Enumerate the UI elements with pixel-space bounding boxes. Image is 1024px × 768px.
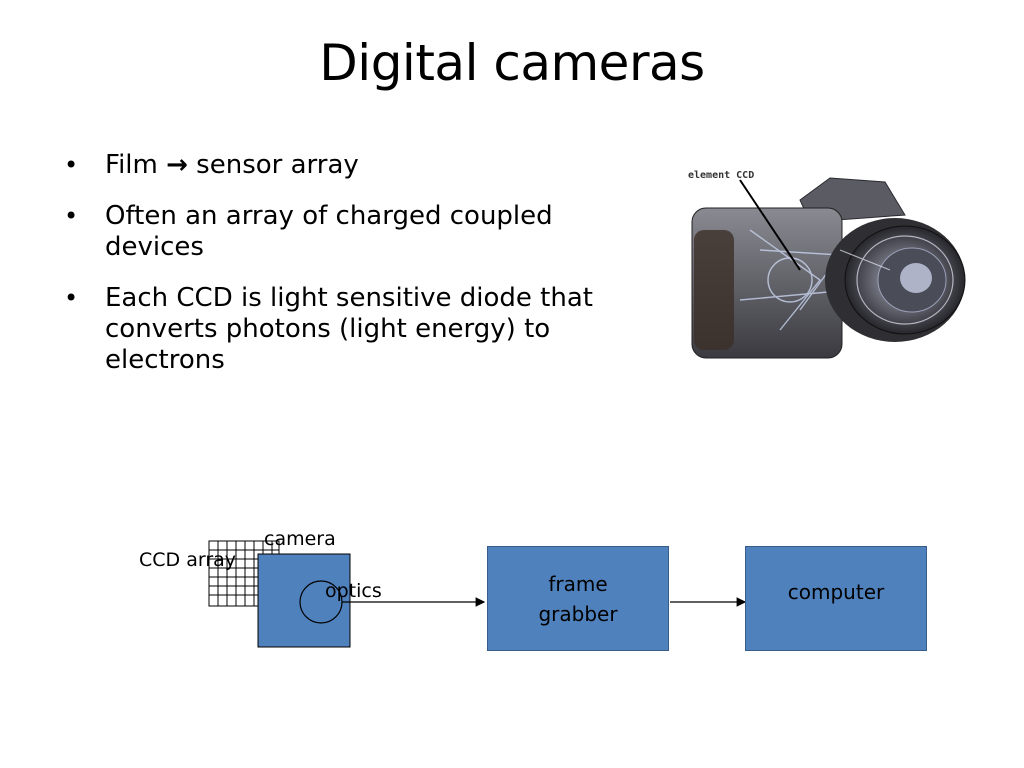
camera-box bbox=[257, 553, 351, 648]
frame-grabber-label-line1: frame bbox=[548, 571, 608, 596]
pipeline-diagram: camera CCD array optics frame grabber co… bbox=[0, 520, 1024, 680]
frame-grabber-label-line2: grabber bbox=[538, 601, 618, 626]
computer-box: computer bbox=[745, 546, 927, 651]
page-title: Digital cameras bbox=[319, 34, 705, 92]
computer-label: computer bbox=[787, 579, 885, 604]
bullet-item: • Each CCD is light sensitive diode that… bbox=[64, 283, 644, 376]
optics-label: optics bbox=[325, 580, 382, 602]
bullet-list: • Film → sensor array • Often an array o… bbox=[64, 150, 644, 396]
camera-cutaway-image: element CCD bbox=[688, 170, 966, 359]
bullet-text: Film bbox=[105, 150, 167, 180]
ccd-annotation-text: element CCD bbox=[688, 170, 754, 181]
bullet-text: Often an array of charged coupled device… bbox=[105, 201, 553, 262]
right-arrow-icon: → bbox=[166, 150, 188, 180]
diagram-graphics bbox=[208, 540, 747, 648]
bullet-dot: • bbox=[64, 284, 79, 312]
frame-grabber-box: frame grabber bbox=[487, 546, 669, 651]
bullet-item: • Film → sensor array bbox=[64, 150, 644, 181]
camera-label: camera bbox=[264, 528, 336, 550]
bullet-text: sensor array bbox=[187, 150, 359, 180]
ccd-array-label: CCD array bbox=[139, 549, 237, 571]
bullet-dot: • bbox=[64, 202, 79, 230]
bullet-dot: • bbox=[64, 151, 79, 179]
bullet-item: • Often an array of charged coupled devi… bbox=[64, 201, 644, 263]
bullet-text: Each CCD is light sensitive diode that c… bbox=[105, 283, 593, 375]
